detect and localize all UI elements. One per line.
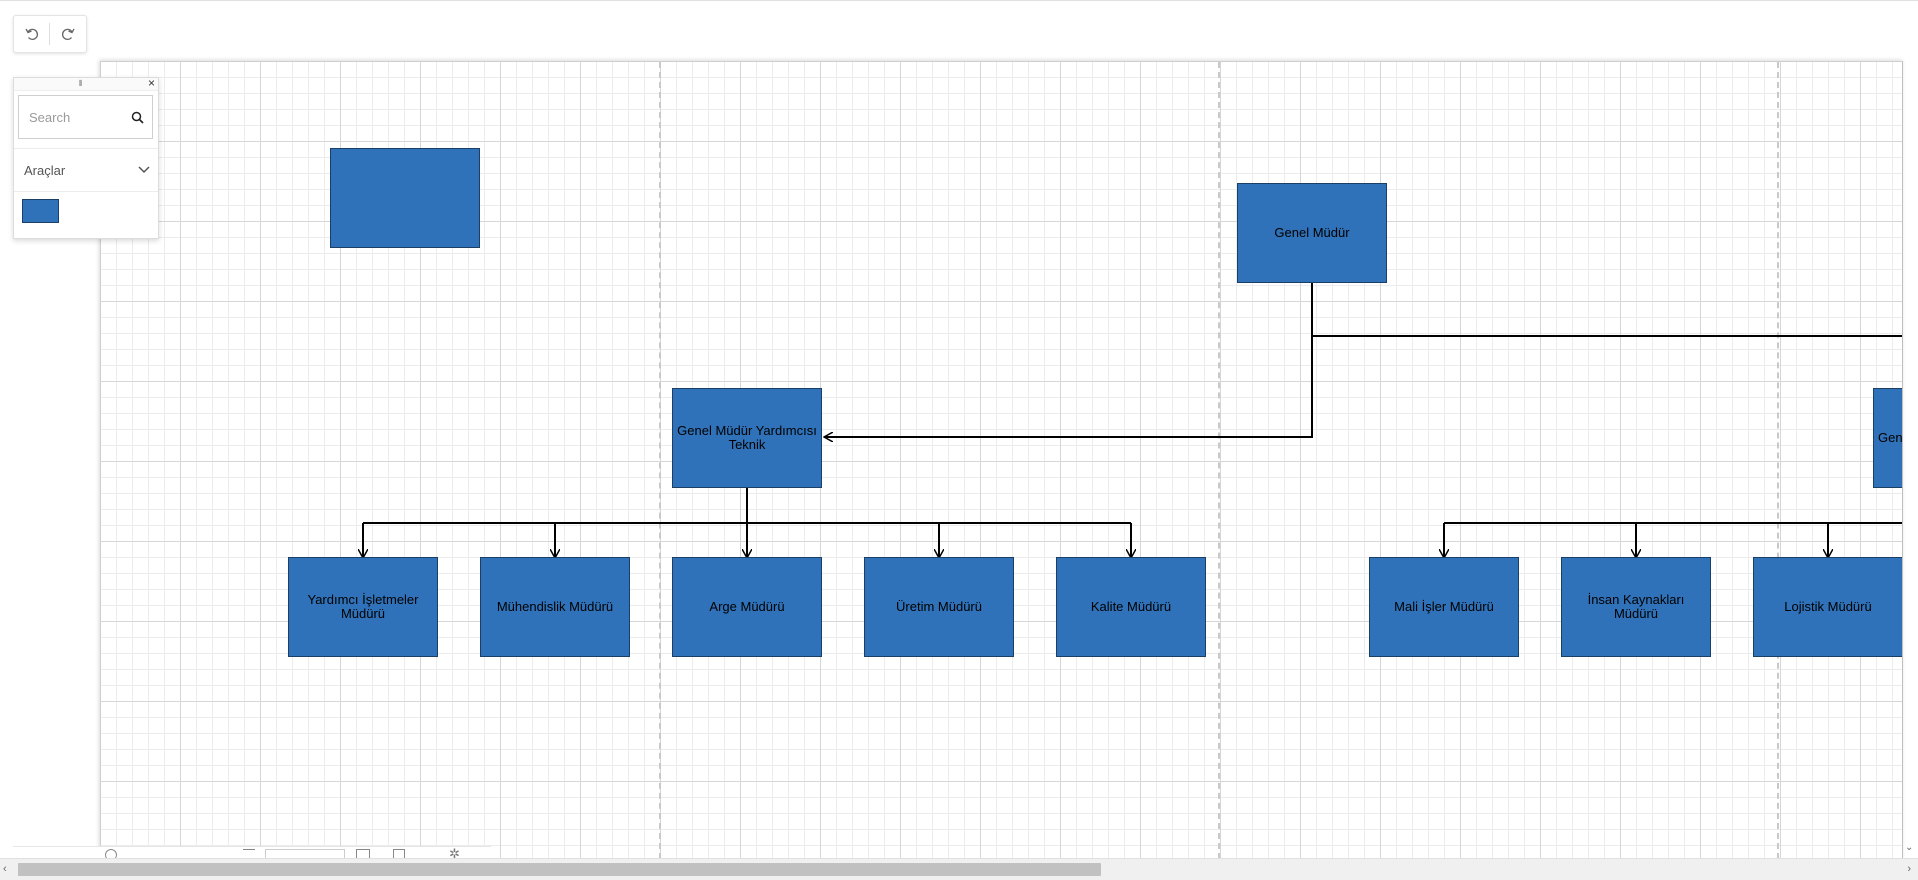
zoom-input[interactable] bbox=[265, 849, 345, 859]
node-label-line2: Teknik bbox=[728, 437, 766, 452]
page-break-line bbox=[1777, 62, 1779, 859]
top-toolbar bbox=[0, 0, 1918, 62]
node-label: Gen bbox=[1878, 430, 1903, 445]
canvas-grid bbox=[101, 62, 1903, 859]
bottom-toolbar: ✲ bbox=[13, 846, 491, 859]
redo-button[interactable] bbox=[50, 16, 85, 52]
node-uretim[interactable]: Üretim Müdürü bbox=[864, 557, 1014, 657]
page-break-line bbox=[1218, 62, 1220, 859]
node-label: Üretim Müdürü bbox=[896, 599, 982, 614]
node-mali-isler[interactable]: Mali İşler Müdürü bbox=[1369, 557, 1519, 657]
node-label: Kalite Müdürü bbox=[1090, 599, 1172, 614]
node-label-line2: Müdürü bbox=[1613, 606, 1659, 621]
node-gmy-right[interactable]: Gen bbox=[1873, 388, 1903, 488]
page-break-line bbox=[659, 62, 661, 859]
close-icon[interactable]: × bbox=[147, 76, 155, 90]
scrollbar-thumb[interactable] bbox=[18, 863, 1101, 876]
node-label: Arge Müdürü bbox=[709, 599, 785, 614]
scroll-down-icon[interactable]: ⌄ bbox=[1905, 842, 1914, 853]
node-empty-box[interactable] bbox=[330, 148, 480, 248]
node-label-line1: Yardımcı İşletmeler bbox=[307, 592, 419, 607]
node-genel-mudur[interactable]: Genel Müdür bbox=[1237, 183, 1387, 283]
drag-handle-icon[interactable]: ⦀ bbox=[79, 79, 83, 88]
connectors-layer bbox=[101, 283, 1903, 859]
node-label: Lojistik Müdürü bbox=[1784, 599, 1872, 614]
node-label-line1: Genel Müdür Yardımcısı bbox=[677, 423, 817, 438]
node-kalite[interactable]: Kalite Müdürü bbox=[1056, 557, 1206, 657]
fit-to-page-icon[interactable] bbox=[356, 849, 370, 859]
diagram-canvas[interactable]: Genel Müdür Genel Müdür Yardımcısı Tekni… bbox=[100, 61, 1903, 859]
node-lojistik[interactable]: Lojistik Müdürü bbox=[1753, 557, 1903, 657]
node-label-line2: Müdürü bbox=[340, 606, 386, 621]
palette-rectangle-shape[interactable] bbox=[22, 199, 59, 223]
palette-section-label: Araçlar bbox=[24, 162, 66, 178]
palette-search bbox=[18, 95, 153, 139]
horizontal-scrollbar[interactable]: ‹ › bbox=[0, 858, 1918, 880]
page-icon[interactable] bbox=[393, 849, 405, 859]
redo-icon bbox=[61, 28, 75, 40]
palette-section-header[interactable]: Araçlar bbox=[14, 148, 158, 192]
toolbar-divider bbox=[49, 23, 50, 45]
node-label: Genel Müdür bbox=[1274, 225, 1350, 240]
connector-gm-right[interactable] bbox=[1311, 283, 1903, 337]
node-label-line1: İnsan Kaynakları bbox=[1587, 592, 1685, 607]
scroll-right-icon[interactable]: › bbox=[1907, 863, 1911, 875]
symbol-palette: ⦀ × Araçlar bbox=[13, 77, 159, 239]
node-label: Mali İşler Müdürü bbox=[1394, 599, 1494, 614]
gear-icon[interactable]: ✲ bbox=[449, 846, 460, 859]
canvas-right-edge bbox=[1902, 61, 1903, 858]
node-label: Mühendislik Müdürü bbox=[496, 599, 614, 614]
chevron-down-icon bbox=[138, 166, 150, 174]
search-icon[interactable] bbox=[131, 111, 144, 124]
node-gmy-teknik[interactable]: Genel Müdür Yardımcısı Teknik bbox=[672, 388, 822, 488]
node-insan-kaynaklari[interactable]: İnsan Kaynakları Müdürü bbox=[1561, 557, 1711, 657]
scroll-left-icon[interactable]: ‹ bbox=[3, 863, 7, 875]
zoom-out-icon[interactable] bbox=[105, 849, 117, 859]
node-yardimci-isletmeler[interactable]: Yardımcı İşletmeler Müdürü bbox=[288, 557, 438, 657]
node-arge[interactable]: Arge Müdürü bbox=[672, 557, 822, 657]
connector-gm-teknik[interactable] bbox=[825, 336, 1313, 437]
undo-redo-group bbox=[13, 15, 87, 53]
node-muhendislik[interactable]: Mühendislik Müdürü bbox=[480, 557, 630, 657]
undo-button[interactable] bbox=[14, 16, 49, 52]
undo-icon bbox=[24, 28, 38, 40]
zoom-minus-icon[interactable] bbox=[243, 849, 255, 850]
search-input[interactable] bbox=[27, 108, 131, 126]
palette-header[interactable]: ⦀ × bbox=[14, 76, 158, 91]
